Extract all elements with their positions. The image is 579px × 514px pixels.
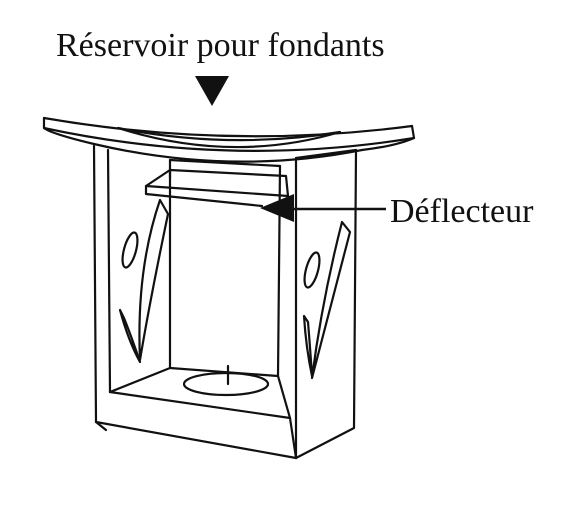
deflector-label: Déflecteur xyxy=(390,193,534,230)
reservoir-tray-front xyxy=(42,126,416,163)
deflector-plate xyxy=(144,168,290,198)
right-swoosh-tail xyxy=(302,314,314,378)
right-leaf xyxy=(303,251,321,289)
base-front xyxy=(94,420,298,460)
left-leaf xyxy=(121,231,139,269)
reservoir-tray-rim xyxy=(42,116,416,152)
deflector-arrow xyxy=(260,194,294,222)
right-post xyxy=(294,148,358,460)
left-swoosh-tail xyxy=(118,308,142,364)
right-swoosh xyxy=(310,220,352,380)
burner-ellipse xyxy=(182,371,270,397)
left-swoosh xyxy=(138,198,170,362)
stand-drawing xyxy=(42,116,416,460)
left-post xyxy=(92,144,108,432)
reservoir-tray-recess xyxy=(116,126,342,149)
reservoir-tray-top xyxy=(42,116,414,138)
reservoir-label: Réservoir pour fondants xyxy=(56,27,385,64)
reservoir-arrow xyxy=(195,76,229,106)
